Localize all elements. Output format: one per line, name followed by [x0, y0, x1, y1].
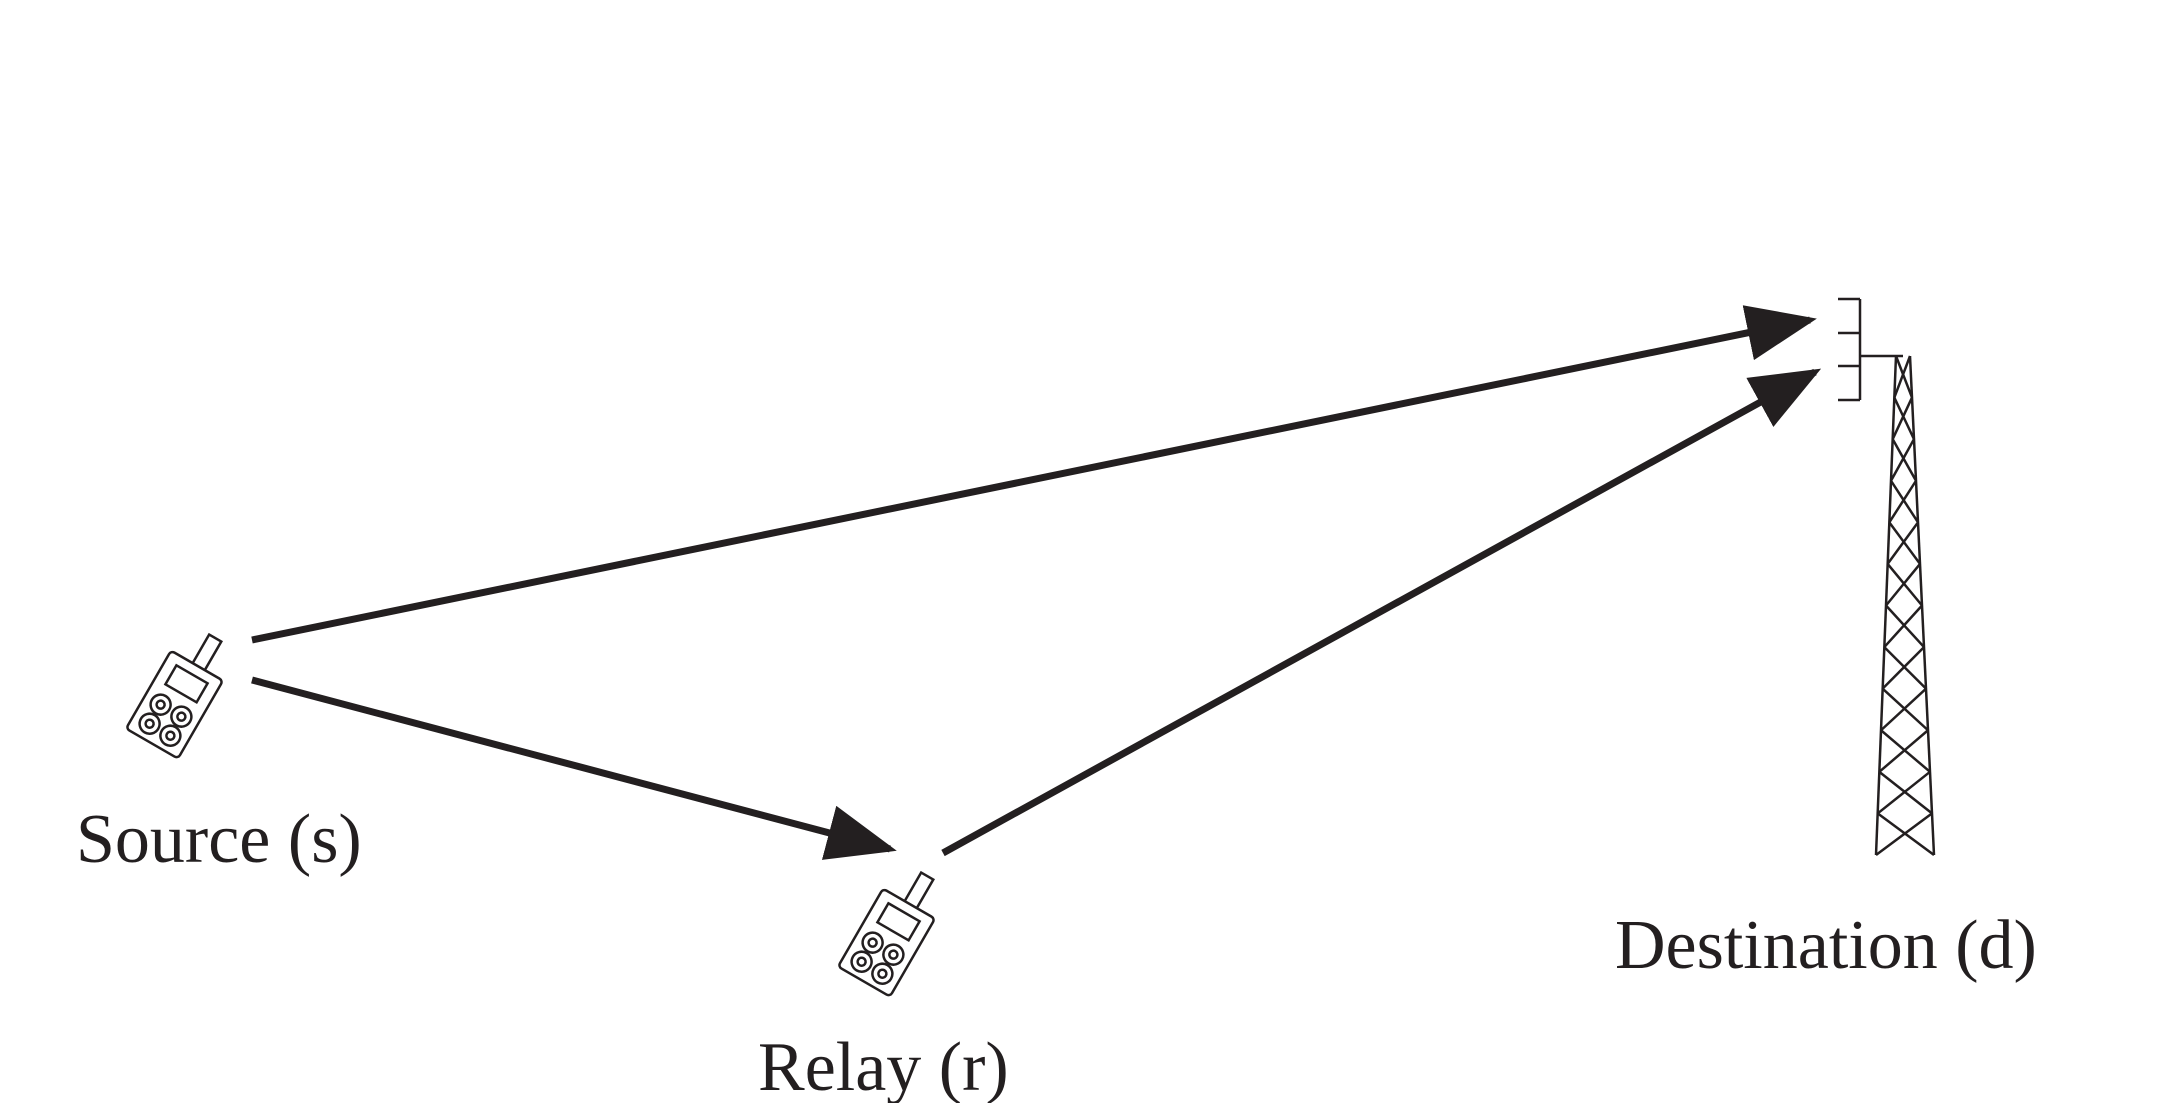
destination-tower-icon — [1838, 297, 1936, 857]
source-label: Source (s) — [76, 801, 362, 878]
link-relay-to-destination — [941, 368, 1822, 857]
link-source-to-destination — [251, 305, 1817, 644]
relay-device-icon — [838, 870, 936, 997]
relay-label: Relay (r) — [758, 1029, 1009, 1103]
destination-label: Destination (d) — [1615, 907, 2037, 984]
source-device-icon — [126, 632, 224, 759]
link-source-to-relay — [251, 676, 897, 860]
